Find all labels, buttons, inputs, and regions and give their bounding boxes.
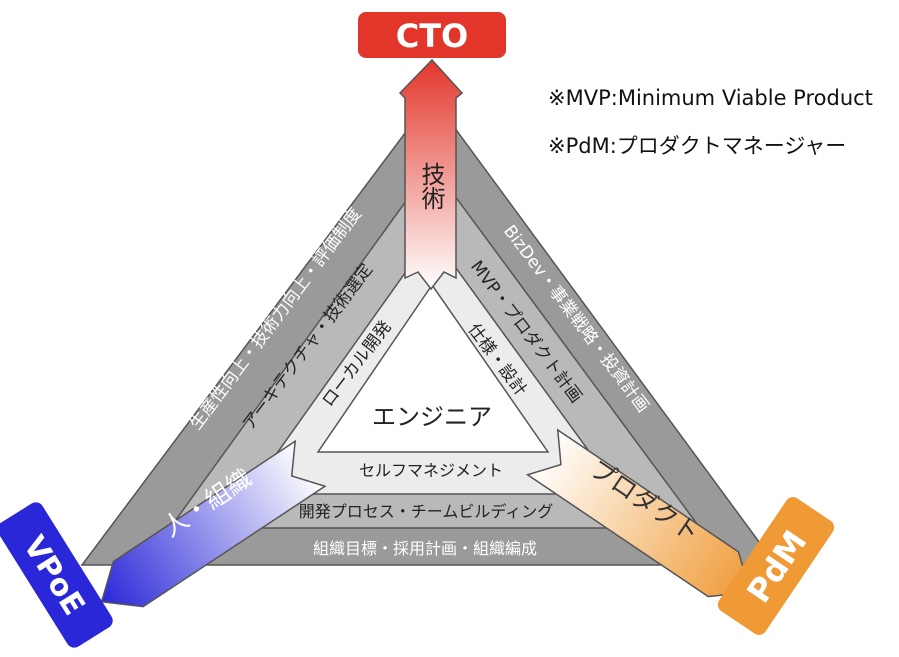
center-triangle xyxy=(316,283,550,453)
bottom-middle-text: 開発プロセス・チームビルディング xyxy=(299,502,553,521)
people-arrow xyxy=(100,439,327,608)
pdm-box xyxy=(717,497,835,635)
vpoe-box xyxy=(0,502,113,648)
bottom-outer-text: 組織目標・採用計画・組織編成 xyxy=(313,539,537,558)
bottom-inner-text: セルフマネジメント xyxy=(359,461,503,480)
center-label: エンジニア xyxy=(372,403,492,431)
cto-label: CTO xyxy=(396,17,469,55)
product-arrow xyxy=(525,428,751,598)
note-mvp: ※MVP:Minimum Viable Product xyxy=(548,86,873,110)
note-pdm: ※PdM:プロダクトマネージャー xyxy=(548,134,847,158)
tech-label: 技術 xyxy=(417,162,445,210)
tech-arrow xyxy=(398,58,464,291)
cto-box xyxy=(358,12,506,58)
